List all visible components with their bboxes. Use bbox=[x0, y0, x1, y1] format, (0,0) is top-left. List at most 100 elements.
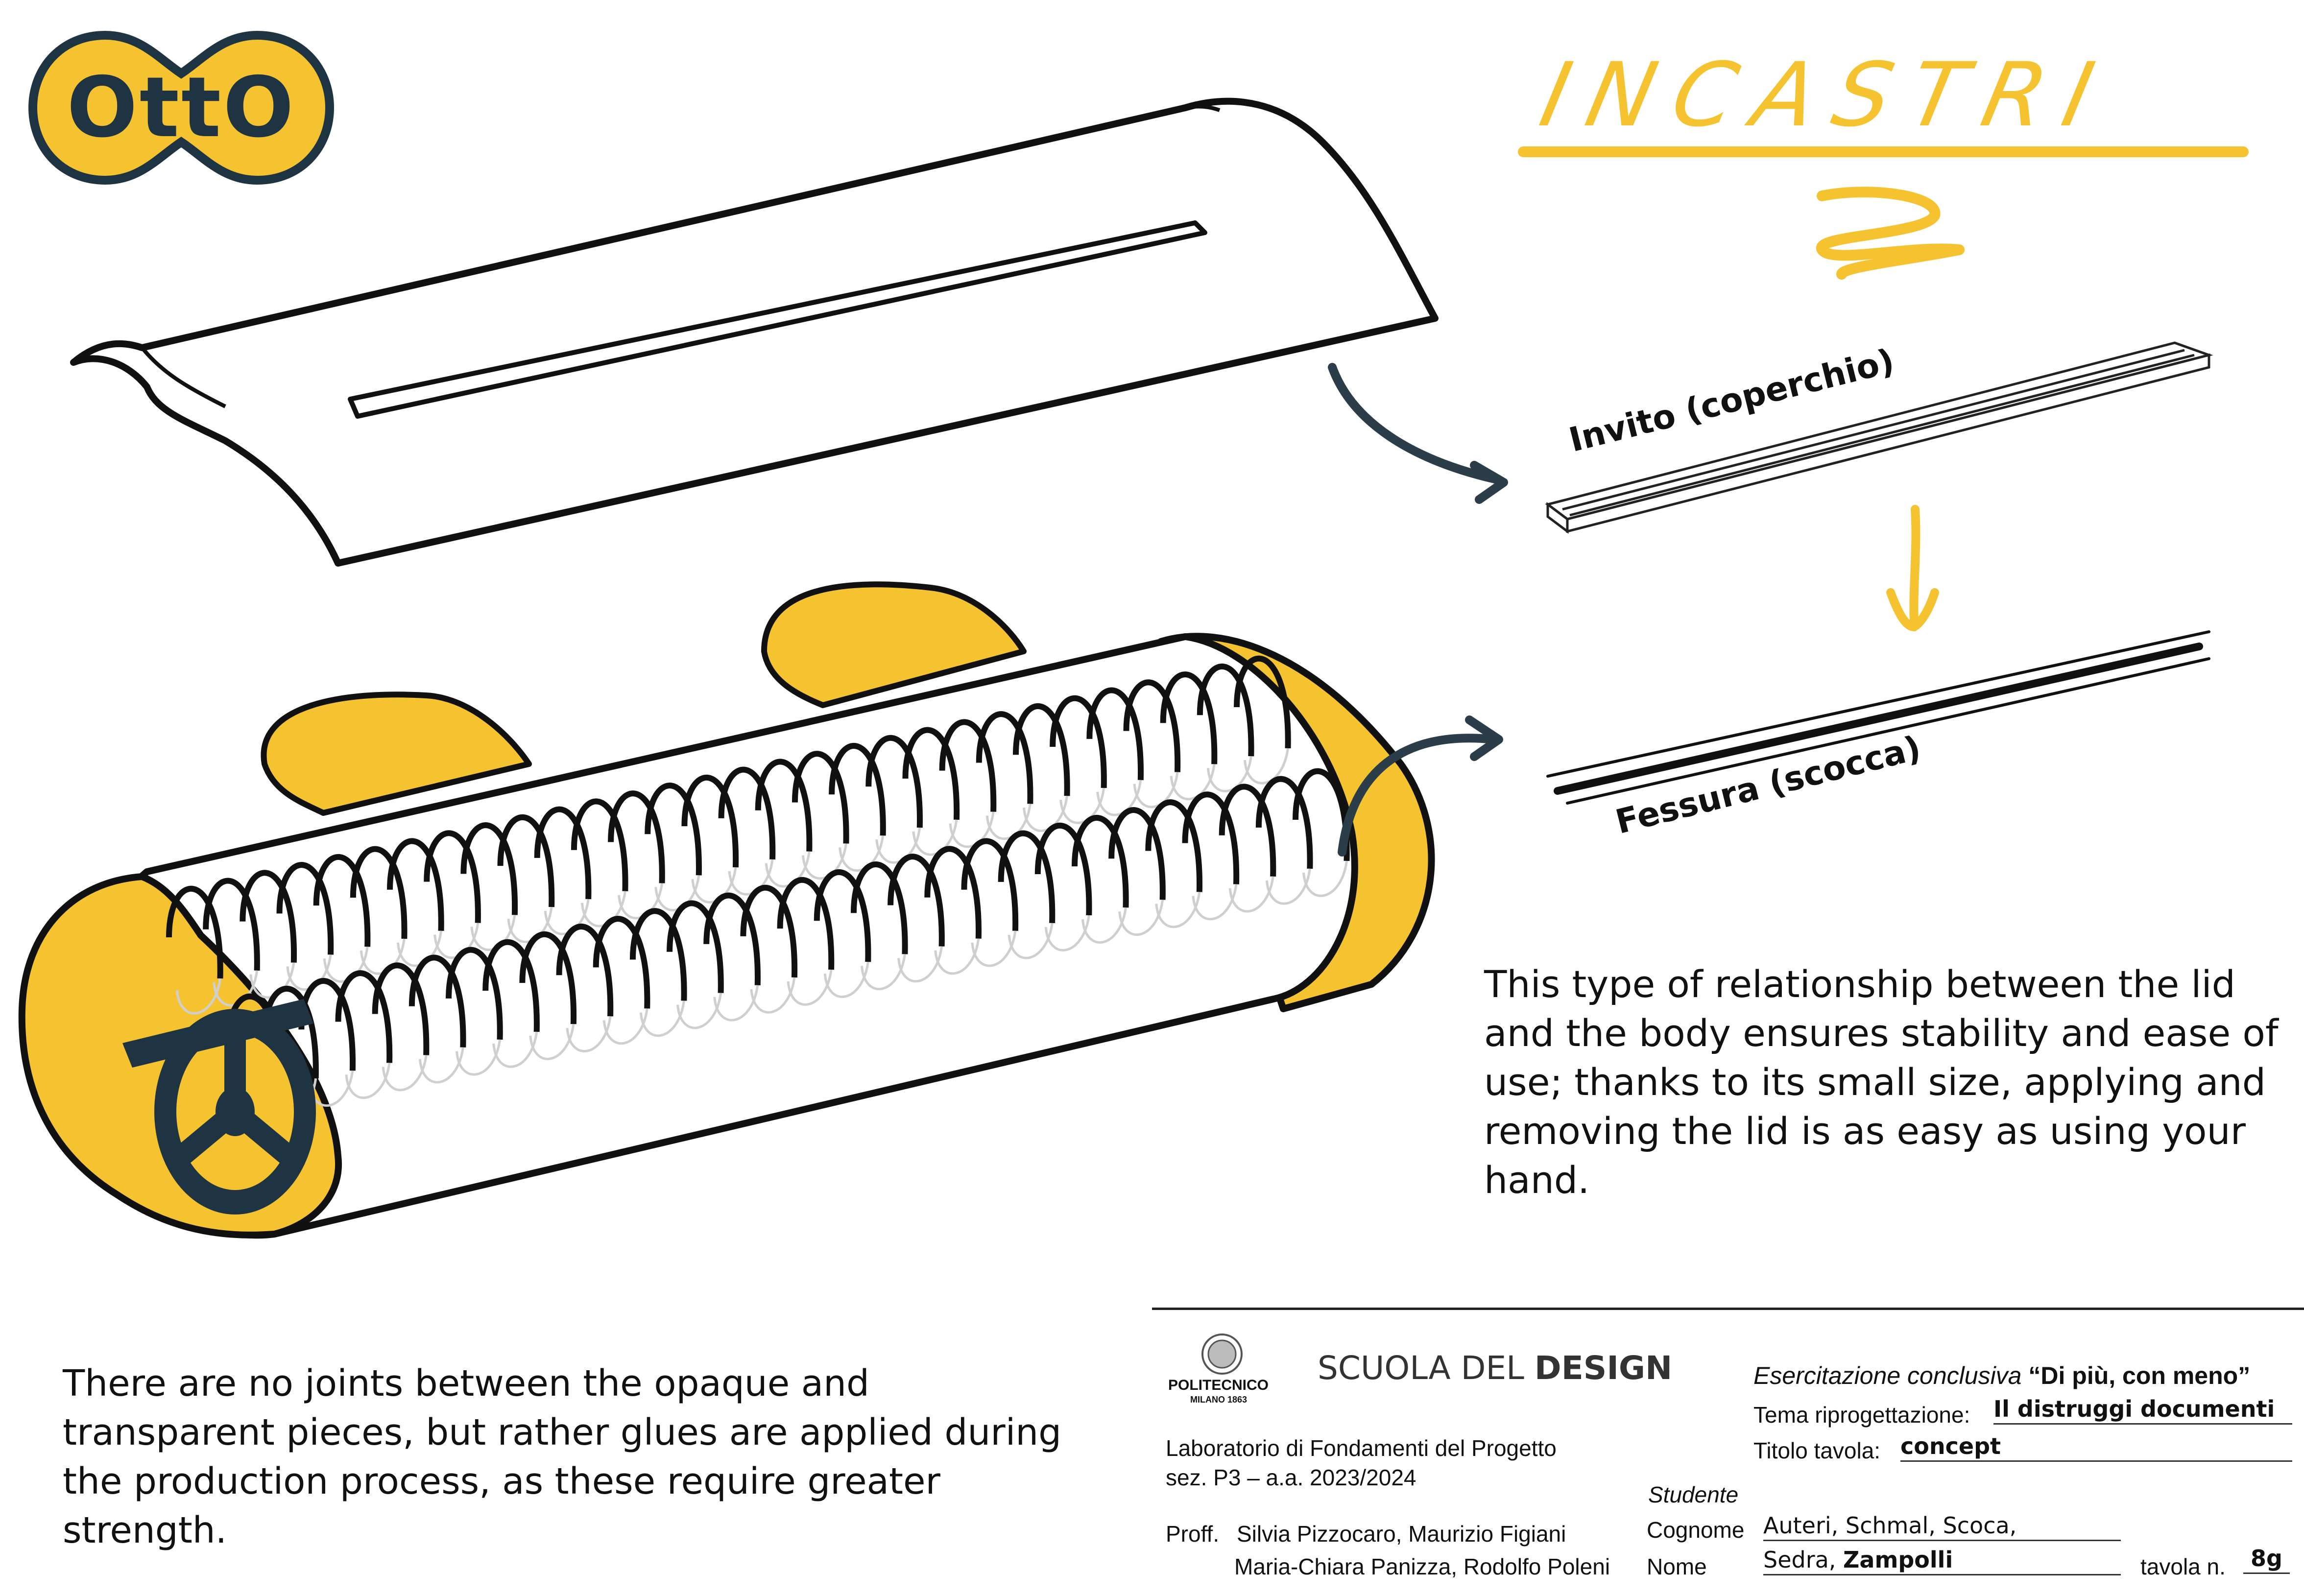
board-title-value: concept bbox=[1900, 1433, 2001, 1459]
blade-arc bbox=[924, 846, 982, 939]
blade-arc bbox=[1160, 671, 1218, 764]
blade-arc bbox=[482, 939, 540, 1032]
blade-arc bbox=[460, 822, 518, 915]
board-number-value: 8g bbox=[2251, 1545, 2282, 1572]
blade-arc bbox=[1012, 703, 1070, 796]
name-value-line: Sedra, Zampolli bbox=[1763, 1547, 2121, 1575]
institution-name: POLITECNICO bbox=[1168, 1377, 1269, 1393]
blade-shadow bbox=[1302, 860, 1348, 897]
school-light: SCUOLA DEL bbox=[1318, 1349, 1535, 1387]
title-block-rule bbox=[1152, 1308, 2304, 1310]
surname-value: Auteri, Schmal, Scoca, bbox=[1763, 1512, 2017, 1539]
blade-arc bbox=[667, 900, 724, 993]
blade-arc bbox=[608, 790, 665, 883]
politecnico-seal bbox=[1200, 1332, 1244, 1376]
blade-arc bbox=[740, 884, 797, 978]
blade-arc bbox=[961, 838, 1019, 931]
down-arrow bbox=[1886, 505, 1939, 632]
blade-arc bbox=[350, 846, 408, 939]
board-title-label: Titolo tavola: bbox=[1753, 1438, 1881, 1463]
blade-arc bbox=[888, 854, 945, 947]
blade-arc bbox=[1219, 784, 1276, 877]
blade-arc bbox=[998, 830, 1056, 924]
blade-arc bbox=[814, 869, 871, 962]
name-value-bold: Zampolli bbox=[1843, 1547, 1953, 1573]
blade-arc bbox=[939, 719, 997, 812]
logo-text: OttO bbox=[67, 59, 296, 156]
blade-arc bbox=[1034, 822, 1092, 916]
board-number-label: tavola n. bbox=[2140, 1554, 2226, 1579]
support-feet bbox=[261, 581, 1027, 816]
blade-arc bbox=[1108, 807, 1166, 900]
blade-arc bbox=[718, 766, 776, 860]
blade-arc bbox=[902, 727, 960, 820]
blade-arc bbox=[556, 924, 614, 1017]
description-left: There are no joints between the opaque a… bbox=[63, 1362, 1062, 1551]
student-label: Studente bbox=[1648, 1482, 1739, 1507]
blade-rows bbox=[166, 655, 1350, 1122]
board-number-value-line: 8g bbox=[2243, 1545, 2290, 1574]
blade-shadow bbox=[1244, 748, 1289, 785]
blade-arc bbox=[629, 908, 687, 1001]
blade-arc bbox=[166, 885, 223, 979]
institution-sub: MILANO 1863 bbox=[1190, 1395, 1248, 1405]
blade-arc bbox=[777, 877, 835, 970]
blade-arc bbox=[534, 806, 592, 900]
blade-arc bbox=[372, 962, 430, 1055]
blade-arc bbox=[1071, 814, 1129, 908]
school-bold: DESIGN bbox=[1534, 1349, 1673, 1387]
blade-arc bbox=[865, 735, 923, 828]
invito-part bbox=[1545, 341, 2213, 534]
blade-arc bbox=[408, 954, 466, 1048]
exercise-line: Esercitazione conclusiva “Di più, con me… bbox=[1753, 1361, 2250, 1390]
lid-drawing bbox=[70, 97, 1439, 567]
blade-arc bbox=[240, 870, 297, 963]
blade-arc bbox=[829, 743, 886, 836]
exercise-label: Esercitazione conclusiva bbox=[1753, 1362, 2022, 1389]
name-value-plain: Sedra, bbox=[1763, 1547, 1844, 1573]
theme-value: Il distruggi documenti bbox=[1993, 1396, 2275, 1422]
blade-arc bbox=[755, 759, 813, 852]
blade-arc bbox=[850, 861, 908, 954]
course-name: Laboratorio di Fondamenti del Progetto bbox=[1166, 1435, 1557, 1461]
sketch-title: INCASTRI bbox=[1532, 44, 2122, 146]
surname-label: Cognome bbox=[1647, 1517, 1745, 1543]
theme-label: Tema riprogettazione: bbox=[1753, 1402, 1970, 1428]
blade-arc bbox=[1234, 655, 1291, 749]
board-title-value-line: concept bbox=[1900, 1433, 2292, 1462]
profs-line1: Silvia Pizzocaro, Maurizio Figiani bbox=[1237, 1521, 1566, 1547]
profs-line2: Maria-Chiara Panizza, Rodolfo Poleni bbox=[1234, 1554, 1610, 1579]
profs-label: Proff. bbox=[1166, 1521, 1220, 1547]
fessura-part bbox=[1546, 630, 2210, 805]
surname-value-line: Auteri, Schmal, Scoca, bbox=[1763, 1512, 2121, 1541]
name-label: Nome bbox=[1647, 1554, 1707, 1579]
blade-arc bbox=[1086, 687, 1144, 780]
blade-arc bbox=[335, 970, 393, 1063]
blade-arc bbox=[387, 838, 444, 931]
blade-arc bbox=[203, 878, 260, 971]
blade-arc bbox=[446, 947, 503, 1040]
theme-value-line: Il distruggi documenti bbox=[1993, 1396, 2292, 1425]
logo-shape bbox=[28, 30, 335, 185]
blade-arc bbox=[313, 854, 371, 947]
blade-arc bbox=[276, 862, 334, 955]
blade-arc bbox=[1050, 695, 1107, 788]
blade-arc bbox=[1255, 776, 1313, 869]
sketch-underlines bbox=[1518, 146, 2249, 280]
course-section: sez. P3 – a.a. 2023/2024 bbox=[1166, 1465, 1416, 1490]
otto-logo: OttO bbox=[27, 29, 336, 186]
blade-arc bbox=[1123, 679, 1181, 772]
blade-arc bbox=[792, 751, 849, 844]
blade-arc bbox=[1145, 799, 1202, 892]
seal-icon bbox=[1201, 1334, 1243, 1375]
blade-arc bbox=[571, 798, 628, 891]
blade-arc bbox=[1197, 664, 1254, 757]
blade-arc bbox=[703, 892, 761, 985]
blade-arc bbox=[497, 814, 555, 907]
blade-arc bbox=[424, 830, 481, 923]
blade-arc bbox=[645, 783, 702, 876]
hand-wheel bbox=[122, 999, 316, 1215]
blade-arc bbox=[519, 931, 576, 1024]
exercise-title: “Di più, con meno” bbox=[2028, 1362, 2251, 1389]
